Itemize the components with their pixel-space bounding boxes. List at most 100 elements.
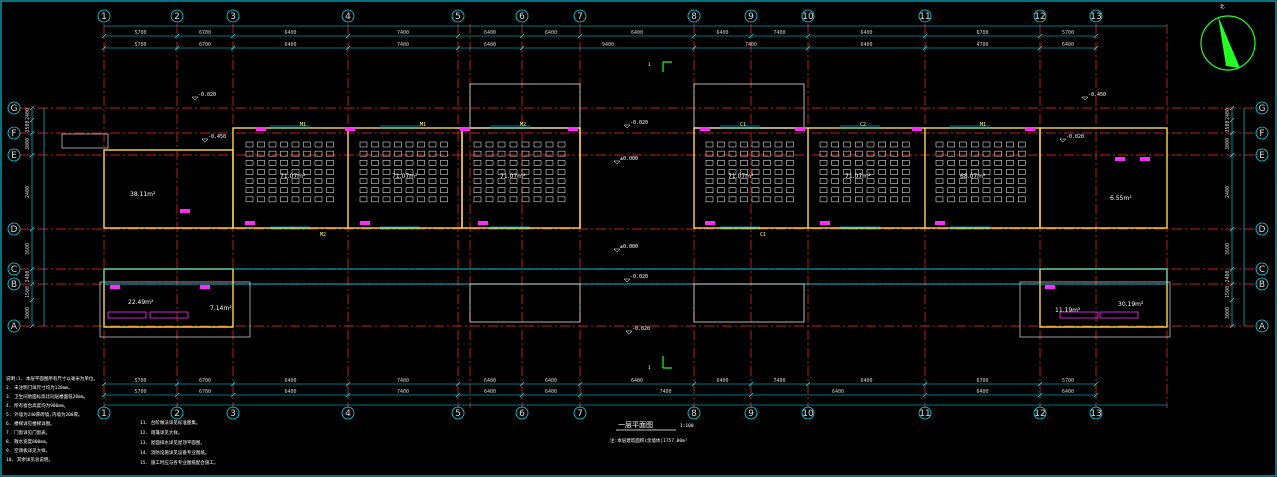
axis-bubble-label: G [1259,104,1266,114]
desk [717,178,725,184]
desk [326,169,334,175]
desk [982,169,991,175]
desk [382,160,391,166]
desk [440,150,448,157]
desk [763,169,771,175]
desk [533,196,542,203]
desk [557,169,566,175]
top-dim-row2-tick [922,45,928,51]
desk [245,150,254,157]
desk [843,169,851,175]
note-line: 13. 屋面排水详见屋顶平面图。 [140,439,205,446]
desk [947,141,955,148]
doors-windows [107,125,1150,319]
door-tag: C2 [860,122,866,128]
elevation-marker-icon [1081,96,1089,101]
desk [405,160,414,166]
bottom-dim-row2-label: 6400 [545,389,557,395]
desk [485,196,494,203]
desk [855,150,863,157]
door-tag: M1 [420,122,426,128]
desk [291,178,300,184]
compass-label: 北 [1220,3,1225,10]
desk [440,178,448,184]
axis-bubble-icon [97,406,111,420]
desk [786,187,794,193]
shelf-icon [1099,311,1139,319]
bottom-dim-row1-tick [577,381,583,387]
desk [774,150,783,157]
compass-needle-icon [1218,16,1240,68]
bottom-dim-row1-tick [174,381,180,387]
axis-bubble-icon [7,148,21,162]
desk [545,187,554,193]
desk [405,187,414,193]
desk [971,178,979,184]
axis-bubble-icon [1255,126,1269,140]
bottom-dim-row1-label: 6700 [976,378,988,384]
desk [763,196,771,203]
desk [497,160,506,166]
bottom-dim-row1-tick [230,381,236,387]
desk [314,169,323,175]
axis-bubble-label: B [1259,280,1265,290]
entrance-steps-left [99,281,251,338]
left-dim-tick [29,152,35,158]
desk [878,150,886,157]
desk [902,196,910,203]
desk [878,160,886,166]
desk [394,187,402,193]
desk [786,160,794,166]
compass-circle [1200,15,1256,71]
top-dim-row2-label: 4700 [976,42,988,48]
note-line: 12. 雨篷详见大样。 [140,429,182,436]
desk [485,160,494,166]
room-label: 71.07m² [500,173,526,180]
top-dim-row2-label: 6400 [284,42,296,48]
shelf-icon [107,311,147,319]
desk [509,150,518,157]
door-icon [1025,127,1035,131]
axis-bubble-icon [918,9,932,23]
desk [473,141,482,148]
desk [545,169,554,175]
top-dim-row1-label: 7400 [397,30,409,36]
left-dim-tick [29,130,35,136]
axis-bubble-label: 4 [345,12,351,22]
desk [774,160,783,166]
bottom-dim-row1-label: 6400 [716,378,728,384]
axis-bubble-icon [341,406,355,420]
top-dim-row2-tick [174,45,180,51]
desk [717,187,725,193]
desk [326,160,334,166]
top-dim-row1-label: 6400 [284,30,296,36]
desk [982,187,991,193]
left-dim-tick [29,323,35,329]
desk [257,141,265,148]
top-dim-row1-tick [1093,33,1099,39]
axis-bubble-icon [7,277,21,291]
bottom-dim-row1-label: 7400 [397,378,409,384]
desk [878,178,886,184]
left-dim-tick [29,226,35,232]
door-icon [256,127,266,131]
desk [866,150,875,157]
top-dim-row1-label: 6700 [199,30,211,36]
desk [291,196,300,203]
right-dim-tick [1229,266,1235,272]
desk [497,187,506,193]
bottom-dim-row2-tick [519,392,525,398]
axis-bubble-label: 10 [802,12,814,22]
top-dim-row1-tick [345,33,351,39]
desk [428,160,437,166]
axis-bubble-label: 8 [691,12,697,22]
top-dim-row2-tick [691,45,697,51]
notes-left-block: 说明:1. 本层平面图所有尺寸以毫米为单位。 2. 未注明门垛尺寸均为120mm… [6,375,98,463]
desk [902,178,910,184]
bottom-dim-row1-tick [101,381,107,387]
desk [786,178,794,184]
axis-bubble-icon [1033,9,1047,23]
axis-bubble-label: 6 [519,12,525,22]
